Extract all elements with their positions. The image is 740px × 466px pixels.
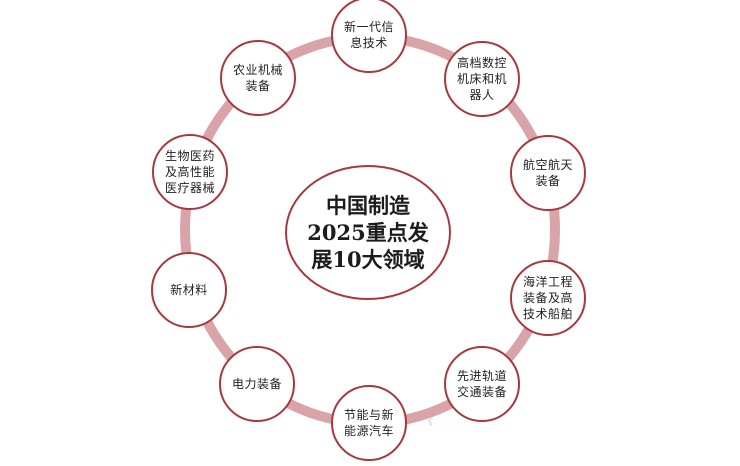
node-power-equipment[interactable]: 电力装备 xyxy=(219,346,295,422)
node-aerospace[interactable]: 航空航天 装备 xyxy=(510,135,586,211)
node-label: 电力装备 xyxy=(231,377,282,391)
node-label: 海洋工程 装备及高 技术船舶 xyxy=(522,275,573,321)
node-label: 高档数控 机床和机 器人 xyxy=(456,56,507,102)
node-biomedicine[interactable]: 生物医药 及高性能 医疗器械 xyxy=(152,134,228,210)
node-label: 节能与新 能源汽车 xyxy=(343,408,394,438)
node-ocean-engineering[interactable]: 海洋工程 装备及高 技术船舶 xyxy=(510,260,586,336)
node-label: 先进轨道 交通装备 xyxy=(456,369,507,399)
center-title: 中国制造 2025重点发 展10大领域 xyxy=(307,193,429,272)
node-label: 航空航天 装备 xyxy=(522,158,573,188)
node-new-energy-vehicles[interactable]: 节能与新 能源汽车 xyxy=(331,385,407,461)
node-new-materials[interactable]: 新材料 xyxy=(151,252,227,328)
cursor-artifact: ʕ xyxy=(428,418,434,429)
center-title-ellipse: 中国制造 2025重点发 展10大领域 xyxy=(285,165,451,300)
node-label: 新一代信 息技术 xyxy=(343,20,394,50)
node-cnc-robotics[interactable]: 高档数控 机床和机 器人 xyxy=(444,41,520,117)
node-label: 新材料 xyxy=(170,283,208,297)
node-label: 生物医药 及高性能 医疗器械 xyxy=(164,149,215,195)
node-label: 农业机械 装备 xyxy=(232,63,283,93)
node-new-generation-it[interactable]: 新一代信 息技术 xyxy=(331,0,407,73)
node-rail-transit[interactable]: 先进轨道 交通装备 xyxy=(444,346,520,422)
node-agricultural-machinery[interactable]: 农业机械 装备 xyxy=(220,40,296,116)
